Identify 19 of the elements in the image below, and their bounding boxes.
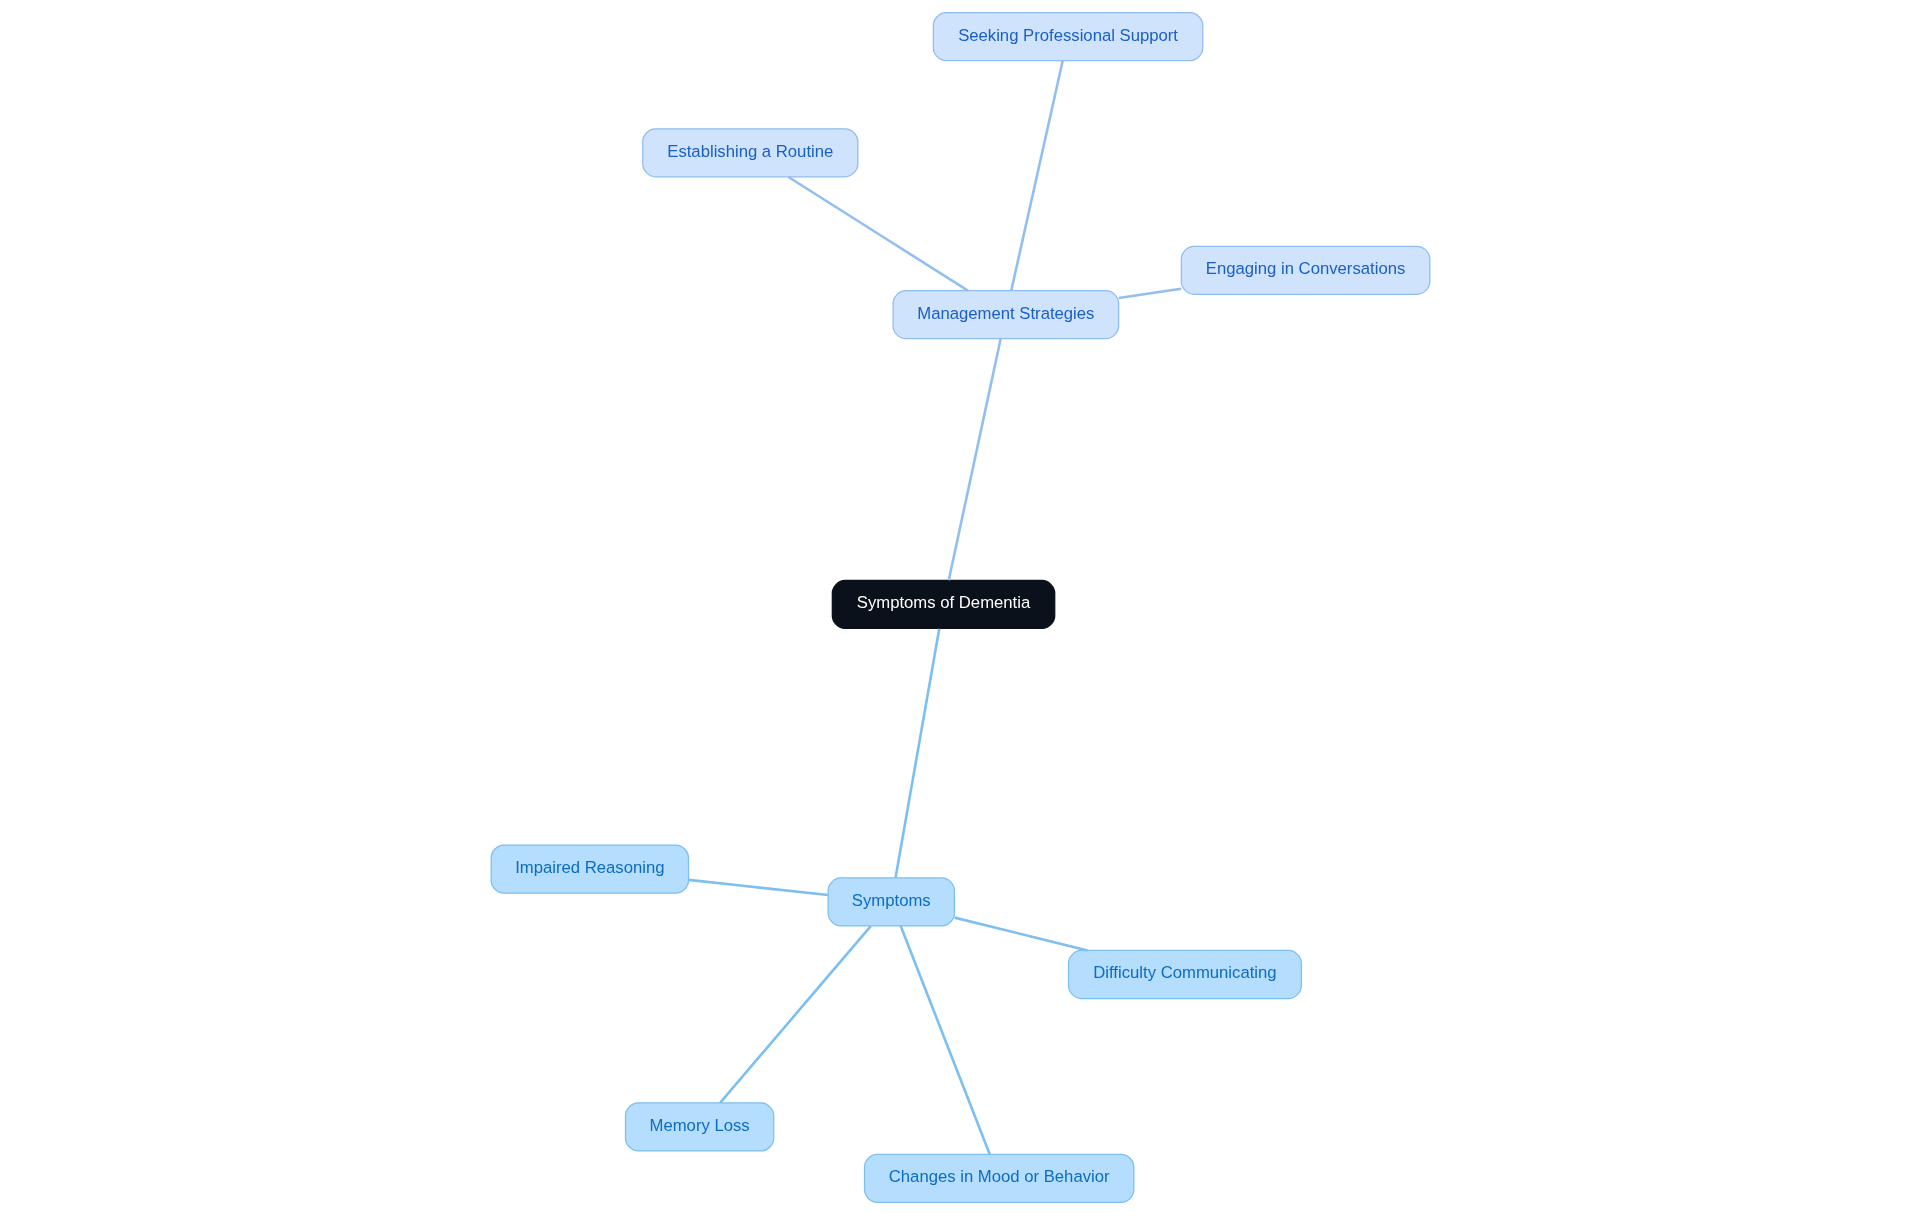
connector <box>687 878 828 897</box>
node-box: Establishing a Routine <box>641 128 858 178</box>
connector <box>898 925 991 1155</box>
node-box: Symptoms of Dementia <box>831 579 1055 630</box>
node-box: Impaired Reasoning <box>490 844 689 894</box>
connector <box>1009 60 1064 291</box>
node-box: Seeking Professional Support <box>932 12 1203 62</box>
connector <box>787 175 969 292</box>
connector <box>893 628 941 878</box>
node-box: Symptoms <box>827 877 955 927</box>
node-box: Memory Loss <box>624 1102 774 1152</box>
node-box: Engaging in Conversations <box>1180 245 1430 295</box>
node-box: Changes in Mood or Behavior <box>863 1153 1134 1203</box>
connector <box>718 925 872 1104</box>
node-box: Management Strategies <box>892 290 1119 340</box>
connector <box>1118 287 1181 300</box>
node-box: Difficulty Communicating <box>1067 949 1302 1000</box>
connector <box>946 338 1002 581</box>
connector <box>953 916 1088 952</box>
